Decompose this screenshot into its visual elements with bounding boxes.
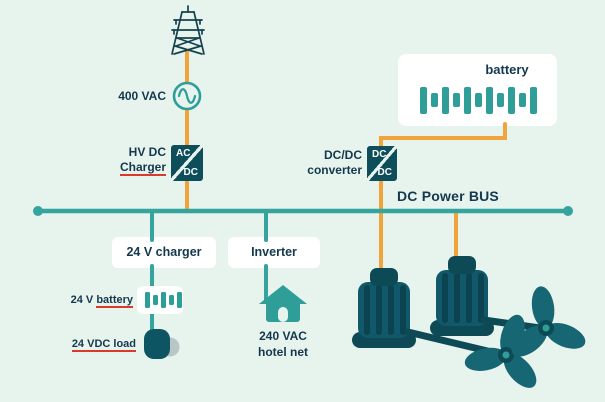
label-24v-battery-prefix: 24 V (70, 294, 97, 306)
acdc-converter-box: AC DC (171, 145, 203, 181)
load-plug-icon (144, 329, 180, 359)
pylon-icon (171, 5, 205, 55)
label-dcdc-line2: converter (307, 163, 362, 177)
battery-line (379, 122, 507, 152)
label-24v-battery: 24 V battery (50, 293, 133, 308)
dcdc-box-bottom-label: DC (377, 167, 392, 178)
ac-source-icon (172, 81, 202, 111)
label-hotel-line2: hotel net (258, 345, 308, 359)
label-hvdc-line2: Charger (119, 160, 166, 176)
charger-24v-card (112, 237, 216, 268)
label-dcdc-converter: DC/DC converter (290, 148, 362, 178)
house-icon (259, 285, 307, 322)
inverter-card (228, 237, 320, 268)
bus-end-dot-right (563, 206, 573, 216)
label-24v-battery-word: battery (96, 294, 133, 308)
label-battery-bank: battery (485, 62, 529, 77)
label-hotel-net: 240 VAC hotel net (239, 328, 327, 360)
label-hotel-line1: 240 VAC (259, 329, 307, 343)
shaft2 (480, 316, 544, 332)
dcdc-converter-box: DC DC (367, 146, 397, 181)
propeller1-icon (456, 302, 559, 397)
dcdc-box-top-label: DC (372, 149, 387, 160)
label-24v-charger: 24 V charger (126, 245, 202, 259)
shaft1 (404, 328, 504, 358)
label-inverter: Inverter (251, 245, 297, 259)
acdc-box-bottom-label: DC (183, 167, 198, 178)
label-dc-power-bus: DC Power BUS (397, 188, 499, 204)
motor2-icon (430, 256, 494, 336)
battery-24v-icon (137, 286, 183, 314)
motor1-icon (352, 268, 416, 348)
label-hvdc-charger: HV DC Charger (94, 145, 166, 176)
acdc-box-top-label: AC (176, 148, 191, 159)
propeller2-icon (498, 280, 592, 365)
label-hvdc-line1: HV DC (128, 145, 166, 159)
label-24vdc-load: 24 VDC load (71, 338, 136, 352)
bus-end-dot-left (33, 206, 43, 216)
label-dcdc-line1: DC/DC (324, 148, 362, 162)
label-400vac: 400 VAC (118, 89, 166, 103)
